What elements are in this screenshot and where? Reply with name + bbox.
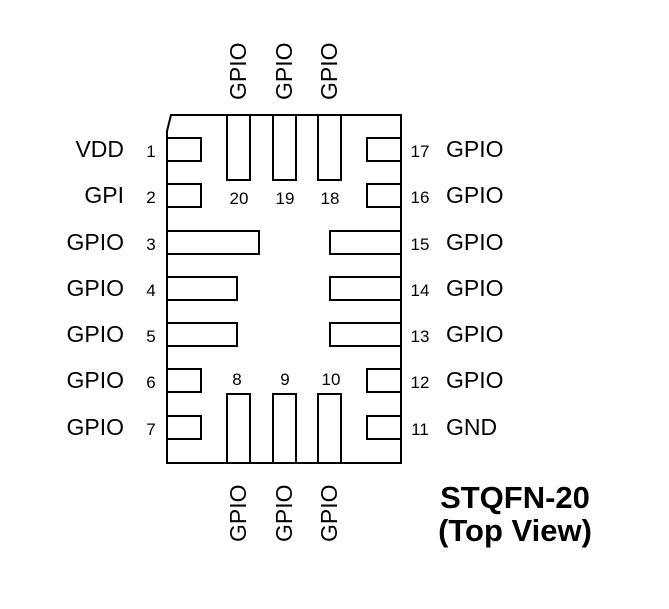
pin-number-14: 14 bbox=[411, 281, 430, 300]
pin-number-3: 3 bbox=[146, 235, 155, 254]
pin-number-20: 20 bbox=[230, 189, 249, 208]
pin-number-11: 11 bbox=[411, 420, 429, 439]
pin-label-19: GPIO bbox=[271, 42, 297, 100]
pin-label-2: GPI bbox=[84, 182, 124, 208]
pin-label-12: GPIO bbox=[446, 367, 504, 393]
pad-11 bbox=[366, 415, 402, 440]
pad-10 bbox=[317, 393, 342, 464]
pad-8 bbox=[226, 393, 251, 464]
pad-14 bbox=[329, 276, 402, 301]
pin-label-7: GPIO bbox=[66, 414, 124, 440]
pin-number-15: 15 bbox=[411, 235, 430, 254]
pin-label-15: GPIO bbox=[446, 229, 504, 255]
pad-5 bbox=[166, 322, 238, 347]
pin-label-17: GPIO bbox=[446, 136, 504, 162]
pin-label-11: GND bbox=[446, 414, 497, 440]
pin-label-13: GPIO bbox=[446, 321, 504, 347]
pin-number-9: 9 bbox=[280, 370, 289, 389]
pin-label-1: VDD bbox=[75, 136, 124, 162]
pin-number-17: 17 bbox=[411, 142, 430, 161]
pin-number-8: 8 bbox=[232, 370, 241, 389]
pin-label-5: GPIO bbox=[66, 321, 124, 347]
pin-number-5: 5 bbox=[146, 327, 155, 346]
pin-label-8: GPIO bbox=[225, 484, 251, 542]
pin-number-6: 6 bbox=[146, 373, 155, 392]
pin-number-13: 13 bbox=[411, 327, 430, 346]
pad-18 bbox=[317, 114, 342, 181]
pad-17 bbox=[366, 137, 402, 162]
pin-number-16: 16 bbox=[411, 188, 430, 207]
pad-3 bbox=[166, 230, 260, 255]
pad-4 bbox=[166, 276, 238, 301]
pin-number-4: 4 bbox=[146, 281, 155, 300]
pin-number-10: 10 bbox=[322, 370, 341, 389]
pad-15 bbox=[329, 230, 402, 255]
pin-label-4: GPIO bbox=[66, 275, 124, 301]
pad-19 bbox=[272, 114, 297, 181]
package-view: (Top View) bbox=[438, 513, 592, 548]
package-name: STQFN-20 bbox=[440, 480, 590, 515]
pin-number-19: 19 bbox=[276, 189, 295, 208]
pin-number-2: 2 bbox=[146, 188, 155, 207]
pin-label-10: GPIO bbox=[316, 484, 342, 542]
pad-7 bbox=[166, 415, 202, 440]
pad-12 bbox=[366, 368, 402, 393]
pin-label-6: GPIO bbox=[66, 367, 124, 393]
pad-2 bbox=[166, 183, 202, 208]
pin-label-14: GPIO bbox=[446, 275, 504, 301]
pin-label-20: GPIO bbox=[225, 42, 251, 100]
pad-1 bbox=[166, 137, 202, 162]
pin-label-3: GPIO bbox=[66, 229, 124, 255]
pin-label-18: GPIO bbox=[316, 42, 342, 100]
pin-number-1: 1 bbox=[146, 142, 155, 161]
pad-16 bbox=[366, 183, 402, 208]
pad-6 bbox=[166, 368, 202, 393]
pin-number-18: 18 bbox=[321, 189, 340, 208]
pad-9 bbox=[272, 393, 297, 464]
pin-number-12: 12 bbox=[411, 373, 430, 392]
pin-label-9: GPIO bbox=[271, 484, 297, 542]
pin-label-16: GPIO bbox=[446, 182, 504, 208]
pin-number-7: 7 bbox=[146, 420, 155, 439]
pad-13 bbox=[329, 322, 402, 347]
pad-20 bbox=[226, 114, 251, 181]
